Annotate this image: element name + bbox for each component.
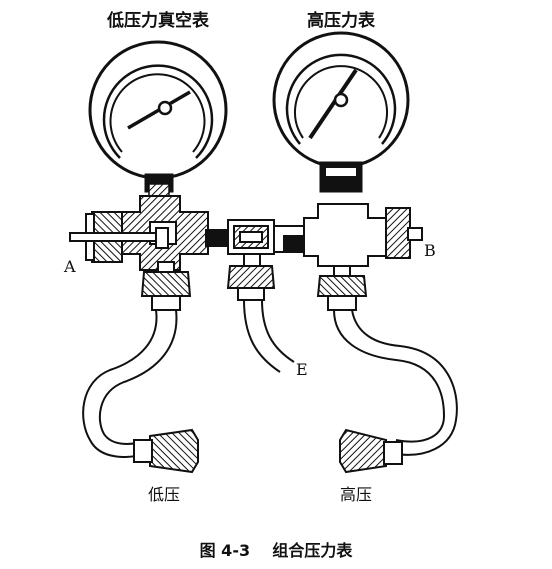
low-pressure-gauge xyxy=(88,40,228,197)
port-label-e: E xyxy=(296,360,308,379)
hose-end-fittings xyxy=(133,428,403,474)
hoses xyxy=(82,299,458,458)
fittings xyxy=(140,253,368,311)
high-gauge-needle xyxy=(308,68,358,140)
high-pressure-gauge xyxy=(272,31,410,193)
low-gauge-title: 低压力真空表 xyxy=(106,10,210,31)
low-hose-label: 低压 xyxy=(148,485,180,504)
manifold-body xyxy=(69,195,423,271)
high-hose-label: 高压 xyxy=(340,485,372,504)
figure-caption: 图 4-3 组合压力表 xyxy=(200,541,354,560)
port-label-b: B xyxy=(424,241,436,260)
high-gauge-title: 高压力表 xyxy=(307,10,376,31)
port-label-a: A xyxy=(63,257,76,276)
